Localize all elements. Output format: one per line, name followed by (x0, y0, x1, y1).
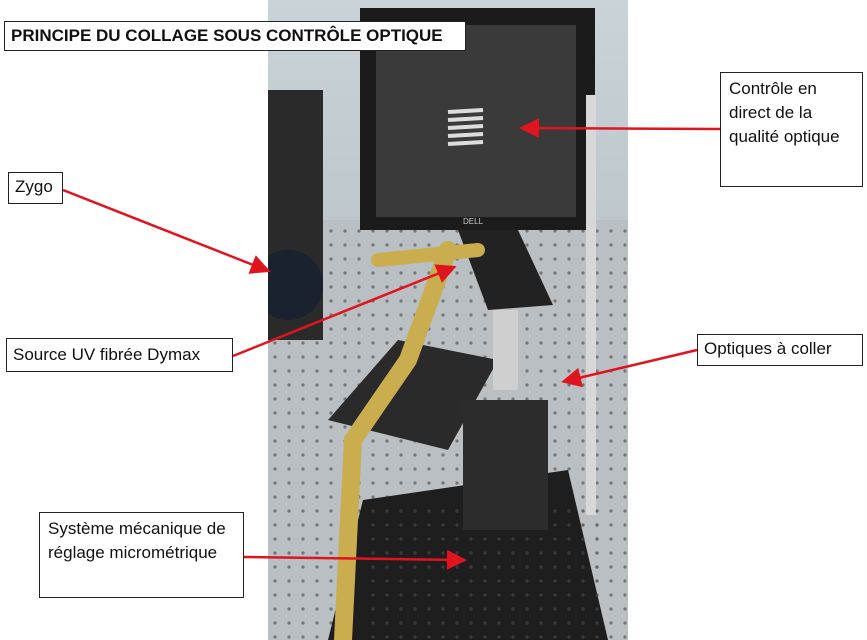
monitor-brand: DELL (463, 217, 484, 226)
fringe-pattern (447, 108, 484, 146)
label-optiques: Optiques à coller (697, 334, 863, 366)
micrometer (493, 310, 518, 390)
label-systeme: Système mécanique de réglage micrométriq… (39, 512, 244, 598)
xy-stage (463, 400, 548, 530)
lab-setup-photo: DELL (268, 0, 628, 640)
label-source-uv: Source UV fibrée Dymax (6, 338, 233, 372)
label-controle: Contrôle en direct de la qualité optique (720, 72, 863, 187)
label-zygo: Zygo (8, 172, 63, 204)
arrow-zygo (62, 188, 271, 274)
vertical-post (586, 95, 596, 515)
page-title: PRINCIPE DU COLLAGE SOUS CONTRÔLE OPTIQU… (4, 21, 466, 51)
